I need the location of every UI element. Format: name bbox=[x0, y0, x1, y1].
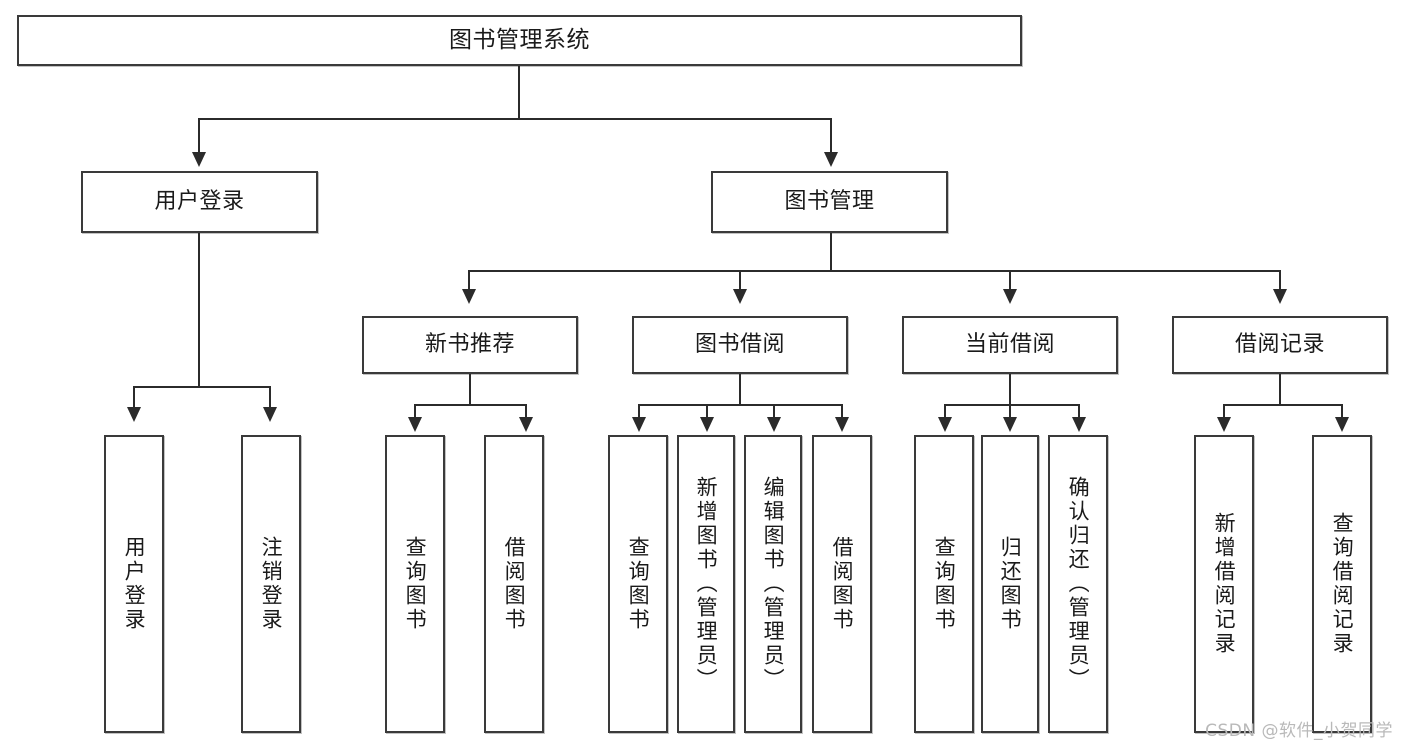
edge-new-book-drop-2 bbox=[525, 404, 527, 418]
arrow-to-leaf-return-book bbox=[1003, 417, 1017, 432]
edge-new-book-stem bbox=[469, 374, 471, 404]
edge-book-mgmt-drop-4 bbox=[1279, 270, 1281, 290]
edge-root-to-user-login bbox=[198, 118, 200, 153]
node-label: 编辑图书（管理员） bbox=[761, 476, 786, 692]
arrow-to-leaf-query-book-1 bbox=[408, 417, 422, 432]
node-label: 查询借阅记录 bbox=[1330, 512, 1355, 656]
watermark-text: CSDN @软件_小贺同学 bbox=[1205, 721, 1393, 741]
node-root-system[interactable]: 图书管理系统 bbox=[17, 15, 1022, 66]
edge-book-borrow-drop-4 bbox=[841, 404, 843, 418]
arrow-to-leaf-query-book-3 bbox=[938, 417, 952, 432]
node-label: 图书管理系统 bbox=[449, 26, 590, 53]
leaf-return-book[interactable]: 归还图书 bbox=[981, 435, 1039, 733]
node-label: 确认归还（管理员） bbox=[1066, 476, 1091, 692]
leaf-query-book-recommend[interactable]: 查询图书 bbox=[385, 435, 445, 733]
leaf-query-borrow-record[interactable]: 查询借阅记录 bbox=[1312, 435, 1372, 733]
leaf-query-book-borrow[interactable]: 查询图书 bbox=[608, 435, 668, 733]
node-label: 归还图书 bbox=[998, 536, 1023, 632]
edge-book-borrow-stem bbox=[739, 374, 741, 404]
edge-current-borrow-bus bbox=[944, 404, 1080, 406]
leaf-add-book-admin[interactable]: 新增图书（管理员） bbox=[677, 435, 735, 733]
node-label: 图书管理 bbox=[784, 188, 875, 214]
arrow-to-new-book-recommend bbox=[462, 289, 476, 304]
edge-borrow-record-drop-2 bbox=[1341, 404, 1343, 418]
node-label: 用户登录 bbox=[122, 536, 147, 632]
leaf-borrow-book-recommend[interactable]: 借阅图书 bbox=[484, 435, 544, 733]
edge-new-book-bus bbox=[414, 404, 527, 406]
arrow-to-book-mgmt bbox=[824, 152, 838, 167]
edge-user-login-drop-2 bbox=[269, 386, 271, 408]
node-new-book-recommend[interactable]: 新书推荐 bbox=[362, 316, 578, 374]
node-label: 新增图书（管理员） bbox=[694, 476, 719, 692]
arrow-to-current-borrow bbox=[1003, 289, 1017, 304]
arrow-to-leaf-user-login bbox=[127, 407, 141, 422]
edge-book-mgmt-drop-3 bbox=[1009, 270, 1011, 290]
edge-borrow-record-bus bbox=[1223, 404, 1343, 406]
edge-current-borrow-drop-3 bbox=[1078, 404, 1080, 418]
arrow-to-leaf-confirm-return bbox=[1072, 417, 1086, 432]
node-label: 借阅记录 bbox=[1234, 331, 1325, 357]
edge-borrow-record-stem bbox=[1279, 374, 1281, 404]
edge-root-stem bbox=[518, 66, 520, 118]
node-label: 借阅图书 bbox=[830, 536, 855, 632]
edge-book-mgmt-drop-2 bbox=[739, 270, 741, 290]
node-label: 新增借阅记录 bbox=[1212, 512, 1237, 656]
node-user-login[interactable]: 用户登录 bbox=[81, 171, 318, 233]
edge-new-book-drop-1 bbox=[414, 404, 416, 418]
leaf-confirm-return-admin[interactable]: 确认归还（管理员） bbox=[1048, 435, 1108, 733]
leaf-borrow-book-action[interactable]: 借阅图书 bbox=[812, 435, 872, 733]
leaf-add-borrow-record[interactable]: 新增借阅记录 bbox=[1194, 435, 1254, 733]
node-label: 查询图书 bbox=[932, 536, 957, 632]
node-book-borrow[interactable]: 图书借阅 bbox=[632, 316, 848, 374]
leaf-user-login[interactable]: 用户登录 bbox=[104, 435, 164, 733]
edge-user-login-drop-1 bbox=[133, 386, 135, 408]
node-label: 查询图书 bbox=[626, 536, 651, 632]
node-label: 注销登录 bbox=[259, 536, 284, 632]
node-label: 新书推荐 bbox=[424, 331, 515, 357]
arrow-to-leaf-add-record bbox=[1217, 417, 1231, 432]
arrow-to-leaf-edit-book bbox=[767, 417, 781, 432]
leaf-logout[interactable]: 注销登录 bbox=[241, 435, 301, 733]
edge-user-login-stem bbox=[198, 233, 200, 386]
edge-borrow-record-drop-1 bbox=[1223, 404, 1225, 418]
node-label: 查询图书 bbox=[403, 536, 428, 632]
node-borrow-record[interactable]: 借阅记录 bbox=[1172, 316, 1388, 374]
leaf-query-book-current[interactable]: 查询图书 bbox=[914, 435, 974, 733]
arrow-to-leaf-borrow-book-1 bbox=[519, 417, 533, 432]
edge-root-bus bbox=[198, 118, 832, 120]
edge-book-borrow-bus bbox=[638, 404, 843, 406]
arrow-to-leaf-borrow-book-2 bbox=[835, 417, 849, 432]
edge-book-mgmt-stem bbox=[830, 233, 832, 270]
edge-current-borrow-stem bbox=[1009, 374, 1011, 404]
arrow-to-leaf-add-book bbox=[700, 417, 714, 432]
node-label: 借阅图书 bbox=[502, 536, 527, 632]
node-label: 当前借阅 bbox=[964, 331, 1055, 357]
node-book-management[interactable]: 图书管理 bbox=[711, 171, 948, 233]
edge-root-to-book-mgmt bbox=[830, 118, 832, 153]
node-label: 图书借阅 bbox=[694, 331, 785, 357]
edge-current-borrow-drop-1 bbox=[944, 404, 946, 418]
edge-book-mgmt-bus bbox=[468, 270, 1280, 272]
edge-user-login-bus bbox=[133, 386, 269, 388]
arrow-to-book-borrow bbox=[733, 289, 747, 304]
edge-book-borrow-drop-1 bbox=[638, 404, 640, 418]
leaf-edit-book-admin[interactable]: 编辑图书（管理员） bbox=[744, 435, 802, 733]
edge-book-mgmt-drop-1 bbox=[468, 270, 470, 290]
edge-book-borrow-drop-2 bbox=[706, 404, 708, 418]
edge-current-borrow-drop-2 bbox=[1009, 404, 1011, 418]
arrow-to-borrow-record bbox=[1273, 289, 1287, 304]
arrow-to-user-login bbox=[192, 152, 206, 167]
arrow-to-leaf-query-book-2 bbox=[632, 417, 646, 432]
arrow-to-leaf-query-record bbox=[1335, 417, 1349, 432]
node-label: 用户登录 bbox=[154, 188, 245, 214]
node-current-borrow[interactable]: 当前借阅 bbox=[902, 316, 1118, 374]
arrow-to-leaf-logout bbox=[263, 407, 277, 422]
edge-book-borrow-drop-3 bbox=[773, 404, 775, 418]
